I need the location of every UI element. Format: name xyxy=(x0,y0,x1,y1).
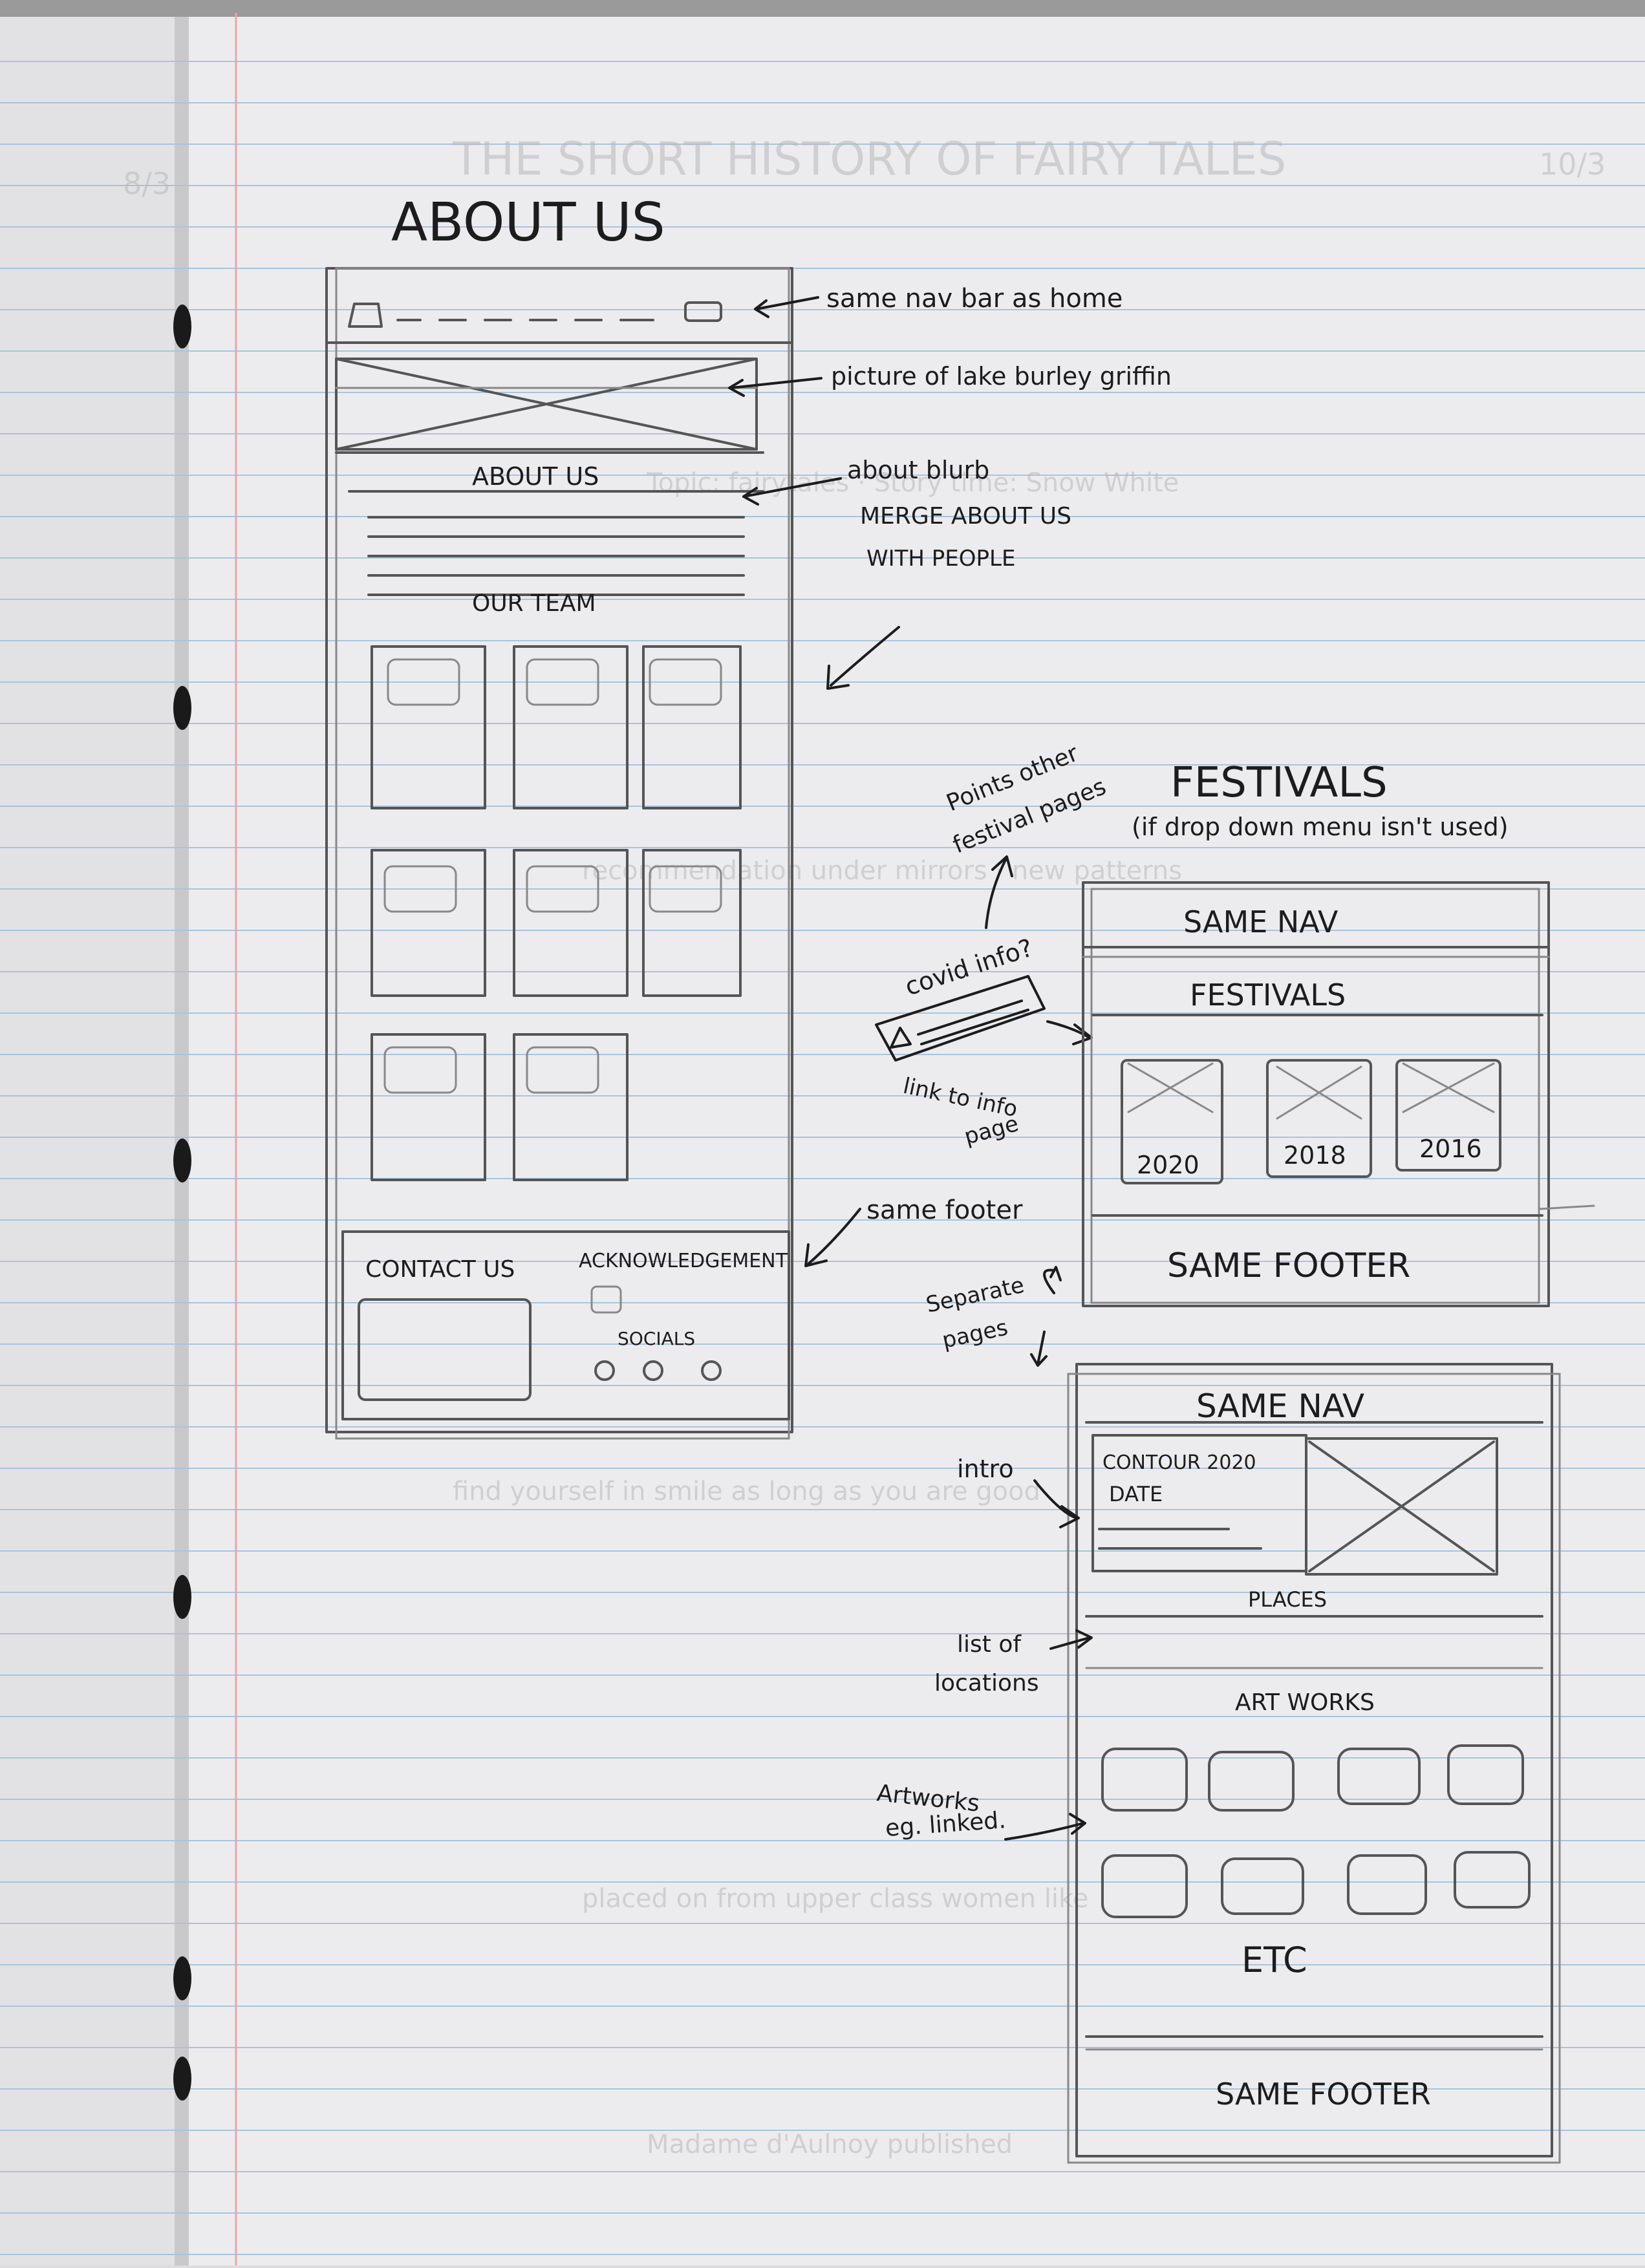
team-title: OUR TEAM xyxy=(472,590,596,617)
left-page-edge xyxy=(0,0,188,2265)
nav-bar-sketch xyxy=(325,301,793,344)
footer-socials-label: SOCIALS xyxy=(618,1328,695,1349)
arrow xyxy=(755,296,819,310)
footer-ack-label: ACKNOWLEDGEMENT xyxy=(579,1250,788,1272)
festivals-nav-label: SAME NAV xyxy=(1183,904,1339,939)
festival-etc-label: ETC xyxy=(1242,1940,1307,1980)
top-shadow xyxy=(0,0,1645,17)
ghost-text: recommendation under mirrors · new patte… xyxy=(582,856,1182,886)
ghost-text: Topic: fairytales · Story time: Snow Whi… xyxy=(646,468,1179,498)
festival-year-2018: 2018 xyxy=(1284,1141,1346,1170)
festivals-heading: FESTIVALS xyxy=(1170,759,1388,807)
ghost-text: placed on from upper class women like xyxy=(582,1884,1088,1914)
annotation-merge-line2: WITH PEOPLE xyxy=(866,546,1015,572)
menu-button-shape xyxy=(684,301,722,322)
ghost-text: find yourself in smile as long as you ar… xyxy=(453,1477,1040,1506)
festival-footer-label: SAME FOOTER xyxy=(1216,2077,1431,2112)
festival-year-2020: 2020 xyxy=(1137,1151,1199,1179)
ghost-text: Madame d'Aulnoy published xyxy=(647,2130,1013,2159)
annotation-merge-line1: MERGE ABOUT US xyxy=(860,503,1071,530)
festivals-title-label: FESTIVALS xyxy=(1190,978,1346,1012)
logo-shape xyxy=(348,303,383,328)
margin-date-left: 8/3 xyxy=(123,166,171,201)
festival-places-label: PLACES xyxy=(1248,1587,1327,1612)
binder-holes xyxy=(173,305,191,2101)
ghost-heading: THE SHORT HISTORY OF FAIRY TALES xyxy=(452,133,1286,186)
annotation-picture: picture of lake burley griffin xyxy=(831,362,1172,390)
page-title: ABOUT US xyxy=(391,192,665,253)
team-grid-sketch xyxy=(371,645,742,1181)
festival-page-wireframe xyxy=(1067,1363,1561,2164)
about-wireframe: ABOUT US OUR TEAM xyxy=(325,267,793,1440)
festivals-wireframe xyxy=(1082,881,1595,1307)
about-footer-sketch xyxy=(341,1230,790,1420)
annotation-locations-line1: list of xyxy=(957,1631,1022,1658)
arrow xyxy=(807,1208,861,1265)
arrow xyxy=(830,626,900,687)
festival-intro-line1: CONTOUR 2020 xyxy=(1102,1451,1256,1474)
festival-intro-line2: DATE xyxy=(1109,1482,1163,1506)
arrow xyxy=(742,477,842,498)
about-annotations: same nav bar as home picture of lake bur… xyxy=(728,284,1172,1267)
annotation-intro: intro xyxy=(957,1455,1014,1483)
arrow xyxy=(729,377,822,389)
page-gutter-shadow xyxy=(175,0,189,2265)
annotation-footer: same footer xyxy=(866,1195,1023,1225)
annotation-locations-line2: locations xyxy=(934,1670,1039,1696)
annotation-nav: same nav bar as home xyxy=(826,284,1123,314)
festival-page-nav-label: SAME NAV xyxy=(1196,1387,1364,1425)
festival-page-annotations: intro list of locations Artworks eg. lin… xyxy=(876,1455,1093,1842)
hero-image-sketch xyxy=(335,358,764,493)
festival-year-2016: 2016 xyxy=(1419,1135,1482,1163)
festival-artworks-label: ART WORKS xyxy=(1235,1689,1375,1716)
footer-contact-label: CONTACT US xyxy=(365,1256,515,1283)
annotation-blurb: about blurb xyxy=(847,456,989,484)
festivals-footer-label: SAME FOOTER xyxy=(1167,1246,1410,1285)
ruled-lines xyxy=(0,61,1645,2255)
about-section-title: ABOUT US xyxy=(472,462,599,491)
festivals-subheading: (if drop down menu isn't used) xyxy=(1132,813,1509,841)
banner-shape xyxy=(875,975,1046,1062)
warning-icon xyxy=(890,1027,912,1049)
margin-date-right: 10/3 xyxy=(1539,147,1606,182)
